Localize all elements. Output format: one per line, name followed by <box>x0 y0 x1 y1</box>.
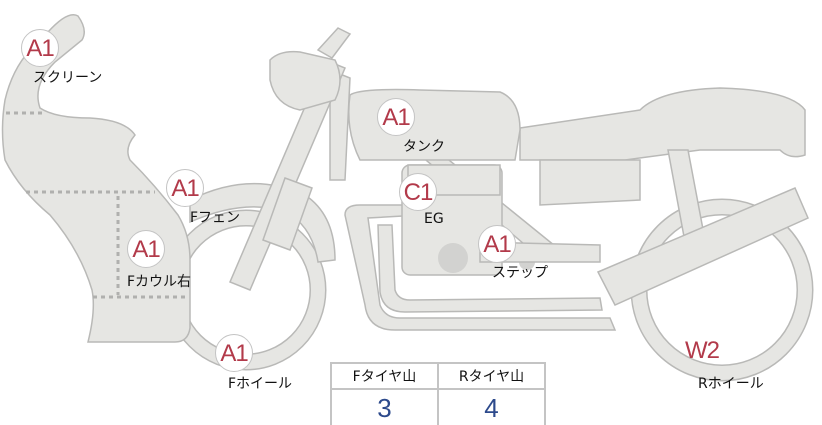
part-label-screen: スクリーン <box>33 70 103 86</box>
rear-tire-header: Rタイヤ山 <box>437 362 546 390</box>
table-header-row: Fタイヤ山 Rタイヤ山 <box>330 362 546 390</box>
part-label-engine: EG <box>424 211 444 227</box>
damage-code-engine[interactable]: C1 <box>399 173 437 211</box>
damage-code-front-wheel[interactable]: A1 <box>215 334 253 372</box>
part-label-front-fender: Fフェン <box>190 210 241 226</box>
damage-code-front-fender[interactable]: A1 <box>166 169 204 207</box>
exhaust <box>344 204 617 331</box>
damage-code-step[interactable]: A1 <box>478 225 516 263</box>
damage-code-tank[interactable]: A1 <box>377 98 415 136</box>
part-label-front-wheel: Fホイール <box>228 376 293 392</box>
table-value-row: 3 4 <box>330 388 546 425</box>
headlight <box>269 50 341 111</box>
damage-code-screen[interactable]: A1 <box>21 29 59 67</box>
part-label-step: ステップ <box>492 265 548 281</box>
damage-code-front-cowl-right[interactable]: A1 <box>127 230 165 268</box>
front-fork <box>229 59 346 291</box>
front-tire-value: 3 <box>330 388 439 425</box>
swingarm <box>596 187 809 306</box>
tire-tread-table: Fタイヤ山 Rタイヤ山 3 4 <box>330 362 546 425</box>
seat <box>519 87 806 161</box>
part-label-tank: タンク <box>403 139 445 155</box>
part-label-front-cowl-right: Fカウル右 <box>127 274 192 290</box>
part-label-rear-wheel: Rホイール <box>698 376 764 392</box>
side-cover <box>539 159 641 206</box>
front-tire-header: Fタイヤ山 <box>330 362 439 390</box>
handlebar <box>316 27 352 59</box>
rear-tire-value: 4 <box>437 388 546 425</box>
damage-code-rear-wheel[interactable]: W2 <box>685 337 720 364</box>
